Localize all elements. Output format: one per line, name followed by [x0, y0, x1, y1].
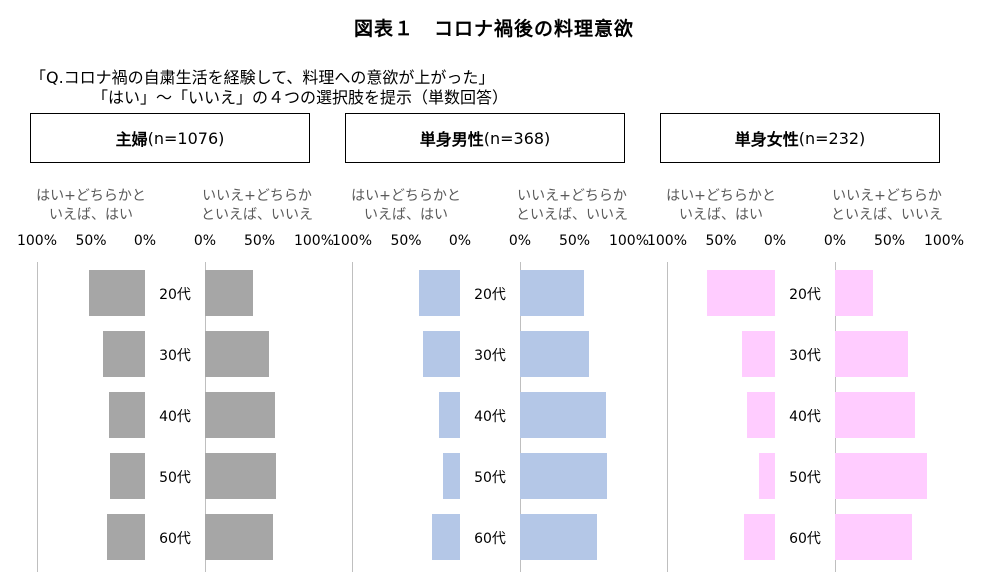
yes-axis-line — [667, 262, 668, 572]
group-header-box: 単身女性(n=232) — [660, 113, 940, 163]
group-header-box: 主婦(n=1076) — [30, 113, 310, 163]
age-category-label: 30代 — [474, 348, 506, 364]
no-bar — [205, 514, 273, 560]
no-bar — [520, 514, 598, 560]
no-bar — [520, 453, 608, 499]
yes-bar — [102, 331, 145, 377]
yes-bar — [706, 270, 775, 316]
group-name: 単身女性 — [734, 130, 799, 149]
no-bar — [205, 392, 275, 438]
no-bar — [835, 392, 915, 438]
age-category-label: 60代 — [159, 531, 191, 547]
age-category-label: 40代 — [159, 409, 191, 425]
x-tick-label: 100% — [16, 233, 58, 249]
age-category-label: 20代 — [159, 287, 191, 303]
yes-bar — [107, 514, 145, 560]
x-tick-label: 0% — [508, 233, 532, 249]
page-title: 図表１ コロナ禍後の料理意欲 — [353, 18, 634, 40]
yes-column-title: はい+どちらかといえば、はい — [351, 188, 461, 223]
age-category-label: 20代 — [789, 287, 821, 303]
yes-bar — [109, 392, 145, 438]
group-count: (n=368) — [483, 128, 551, 148]
yes-bar — [743, 514, 775, 560]
yes-bar — [431, 514, 460, 560]
x-tick-label: 0% — [193, 233, 217, 249]
age-category-label: 20代 — [474, 287, 506, 303]
no-bar — [205, 331, 270, 377]
age-category-label: 40代 — [789, 409, 821, 425]
x-tick-label: 0% — [448, 233, 472, 249]
yes-axis-line — [352, 262, 353, 572]
no-bar — [205, 453, 276, 499]
x-tick-label: 100% — [923, 233, 965, 249]
yes-bar — [110, 453, 145, 499]
no-bar — [835, 331, 909, 377]
yes-bar — [423, 331, 460, 377]
yes-bar — [88, 270, 145, 316]
group-name: 単身男性 — [419, 130, 484, 149]
x-tick-label: 100% — [608, 233, 650, 249]
x-tick-label: 100% — [646, 233, 688, 249]
yes-column-title: はい+どちらかといえば、はい — [36, 188, 146, 223]
yes-bar — [746, 392, 775, 438]
group-count: (n=232) — [798, 128, 866, 148]
group-count: (n=1076) — [147, 128, 225, 148]
no-bar — [835, 270, 874, 316]
age-category-label: 60代 — [789, 531, 821, 547]
x-tick-label: 100% — [331, 233, 373, 249]
x-tick-label: 50% — [558, 233, 591, 249]
yes-bar — [439, 392, 460, 438]
x-tick-label: 50% — [705, 233, 737, 249]
yes-bar — [741, 331, 775, 377]
x-tick-label: 50% — [390, 233, 422, 249]
yes-column-title: はい+どちらかといえば、はい — [666, 188, 776, 223]
age-category-label: 30代 — [159, 348, 191, 364]
age-category-label: 60代 — [474, 531, 506, 547]
x-tick-label: 50% — [243, 233, 276, 249]
no-bar — [520, 331, 589, 377]
no-bar — [835, 453, 927, 499]
no-bar — [835, 514, 913, 560]
question-line-1: 「Q.コロナ禍の自粛生活を経験して、料理への意欲が上がった」 — [30, 68, 495, 87]
yes-bar — [418, 270, 460, 316]
age-category-label: 50代 — [159, 470, 191, 486]
x-tick-label: 50% — [873, 233, 906, 249]
question-line-2: 「はい」～「いいえ」の４つの選択肢を提示（単数回答） — [92, 88, 509, 107]
no-column-title: いいえ+どちらかといえば、いいえ — [516, 188, 628, 223]
yes-bar — [758, 453, 775, 499]
group-name: 主婦 — [115, 130, 148, 149]
no-bar — [520, 392, 607, 438]
no-column-title: いいえ+どちらかといえば、いいえ — [201, 188, 313, 223]
x-tick-label: 0% — [763, 233, 787, 249]
yes-bar — [442, 453, 460, 499]
age-category-label: 50代 — [789, 470, 821, 486]
age-category-label: 30代 — [789, 348, 821, 364]
x-tick-label: 100% — [293, 233, 335, 249]
no-bar — [205, 270, 253, 316]
age-category-label: 40代 — [474, 409, 506, 425]
x-tick-label: 0% — [823, 233, 847, 249]
x-tick-label: 50% — [75, 233, 107, 249]
x-tick-label: 0% — [133, 233, 157, 249]
age-category-label: 50代 — [474, 470, 506, 486]
no-column-title: いいえ+どちらかといえば、いいえ — [831, 188, 943, 223]
group-header-box: 単身男性(n=368) — [345, 113, 625, 163]
yes-axis-line — [37, 262, 38, 572]
no-bar — [520, 270, 585, 316]
